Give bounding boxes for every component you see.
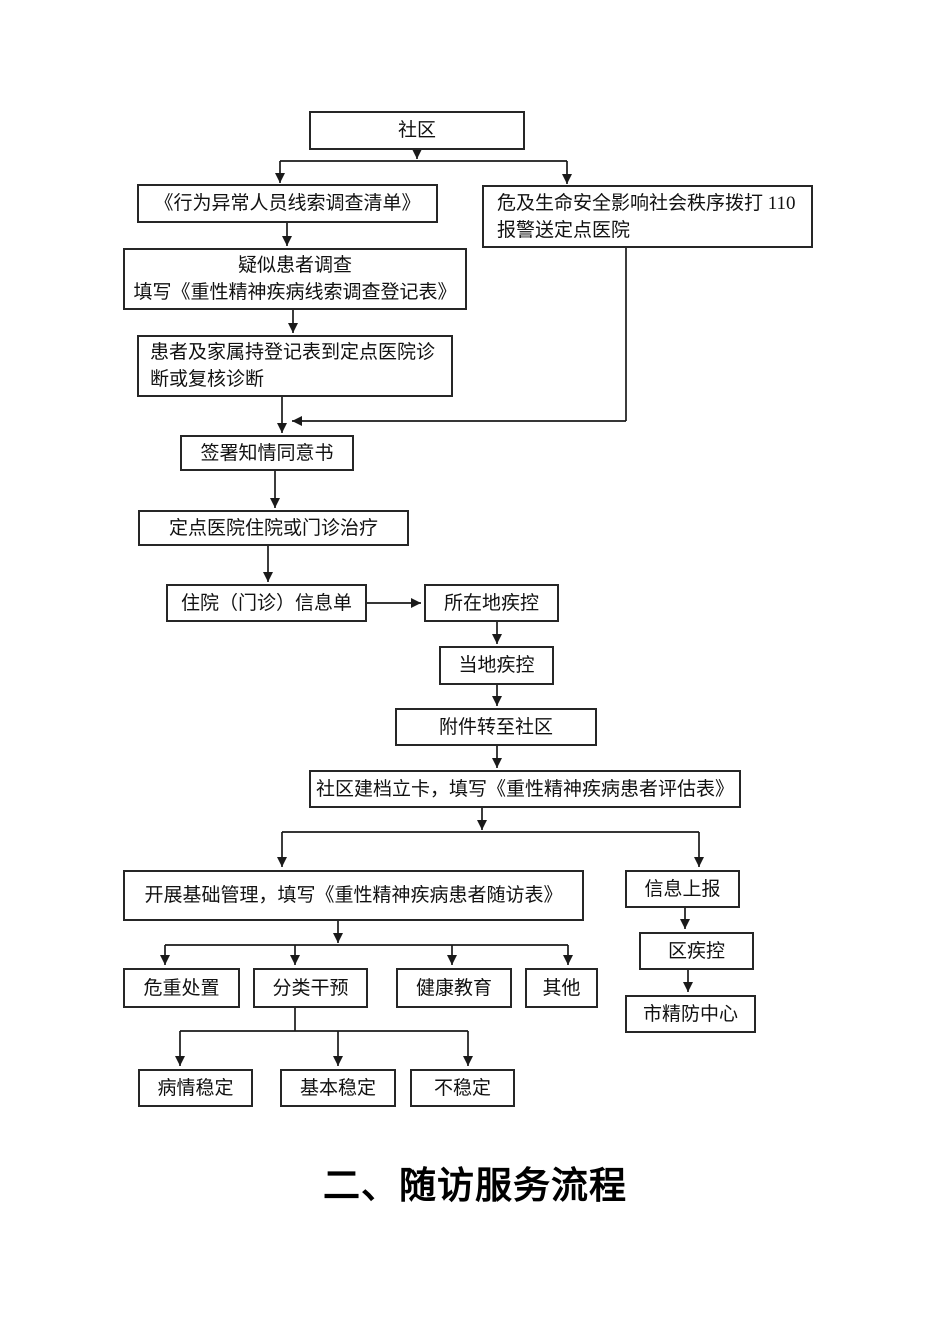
node-location-cdc-label: 所在地疾控: [443, 592, 539, 614]
node-health-education: 健康教育: [396, 968, 512, 1008]
node-unstable: 不稳定: [410, 1069, 515, 1107]
node-hospital-diagnosis-label: 患者及家属持登记表到定点医院诊断或复核诊断: [150, 342, 436, 390]
node-hospital-treatment: 定点医院住院或门诊治疗: [138, 510, 409, 546]
node-clue-checklist: 《行为异常人员线索调查清单》: [137, 184, 438, 223]
node-community: 社区: [309, 111, 525, 150]
node-basically-stable-label: 基本稳定: [299, 1077, 376, 1099]
node-classified-intervention: 分类干预: [253, 968, 368, 1008]
section-title: 二、随访服务流程: [323, 1166, 627, 1207]
node-basically-stable: 基本稳定: [280, 1069, 396, 1107]
node-hospital-treatment-label: 定点医院住院或门诊治疗: [168, 517, 378, 539]
node-emergency-110-line1: 危及生命安全影响社会秩序拨打 110: [497, 192, 796, 214]
node-clue-checklist-label: 《行为异常人员线索调查清单》: [154, 193, 421, 214]
node-local-cdc-label: 当地疾控: [458, 655, 535, 676]
node-local-cdc: 当地疾控: [439, 646, 554, 685]
node-suspect-survey-line2: 填写《重性精神疾病线索调查登记表》: [133, 282, 457, 303]
node-critical-handling: 危重处置: [123, 968, 240, 1008]
node-hospital-diagnosis: 患者及家属持登记表到定点医院诊断或复核诊断: [137, 335, 453, 397]
node-city-psychiatric-center: 市精防中心: [625, 995, 756, 1033]
node-attachment-to-community-label: 附件转至社区: [438, 716, 553, 738]
node-location-cdc: 所在地疾控: [424, 584, 559, 622]
node-condition-stable-label: 病情稳定: [157, 1077, 234, 1099]
node-info-sheet: 住院（门诊）信息单: [166, 584, 367, 622]
node-suspect-survey-line1: 疑似患者调查: [237, 255, 352, 276]
node-attachment-to-community: 附件转至社区: [395, 708, 597, 746]
node-community-label: 社区: [397, 120, 436, 141]
node-classified-intervention-label: 分类干预: [272, 977, 349, 999]
node-emergency-110: 危及生命安全影响社会秩序拨打 110 报警送定点医院: [482, 185, 813, 248]
node-info-reporting-label: 信息上报: [644, 878, 721, 900]
node-condition-stable: 病情稳定: [138, 1069, 253, 1107]
node-basic-management: 开展基础管理，填写《重性精神疾病患者随访表》: [123, 870, 584, 921]
node-critical-handling-label: 危重处置: [143, 977, 220, 999]
node-info-reporting: 信息上报: [625, 870, 740, 908]
node-district-cdc-label: 区疾控: [667, 940, 725, 962]
node-suspect-survey: 疑似患者调查 填写《重性精神疾病线索调查登记表》: [123, 248, 467, 310]
node-informed-consent: 签署知情同意书: [180, 435, 354, 471]
node-health-education-label: 健康教育: [415, 977, 492, 999]
node-district-cdc: 区疾控: [639, 932, 754, 970]
node-info-sheet-label: 住院（门诊）信息单: [180, 592, 352, 614]
node-emergency-110-line2: 报警送定点医院: [497, 219, 631, 241]
node-basic-management-label: 开展基础管理，填写《重性精神疾病患者随访表》: [144, 885, 563, 906]
node-informed-consent-label: 签署知情同意书: [200, 442, 334, 464]
node-other-label: 其他: [542, 977, 581, 999]
node-community-filing-label: 社区建档立卡，填写《重性精神疾病患者评估表》: [315, 778, 734, 800]
node-other: 其他: [525, 968, 598, 1008]
node-unstable-label: 不稳定: [433, 1077, 491, 1099]
node-community-filing: 社区建档立卡，填写《重性精神疾病患者评估表》: [309, 770, 741, 808]
node-city-psychiatric-center-label: 市精防中心: [642, 1003, 738, 1025]
